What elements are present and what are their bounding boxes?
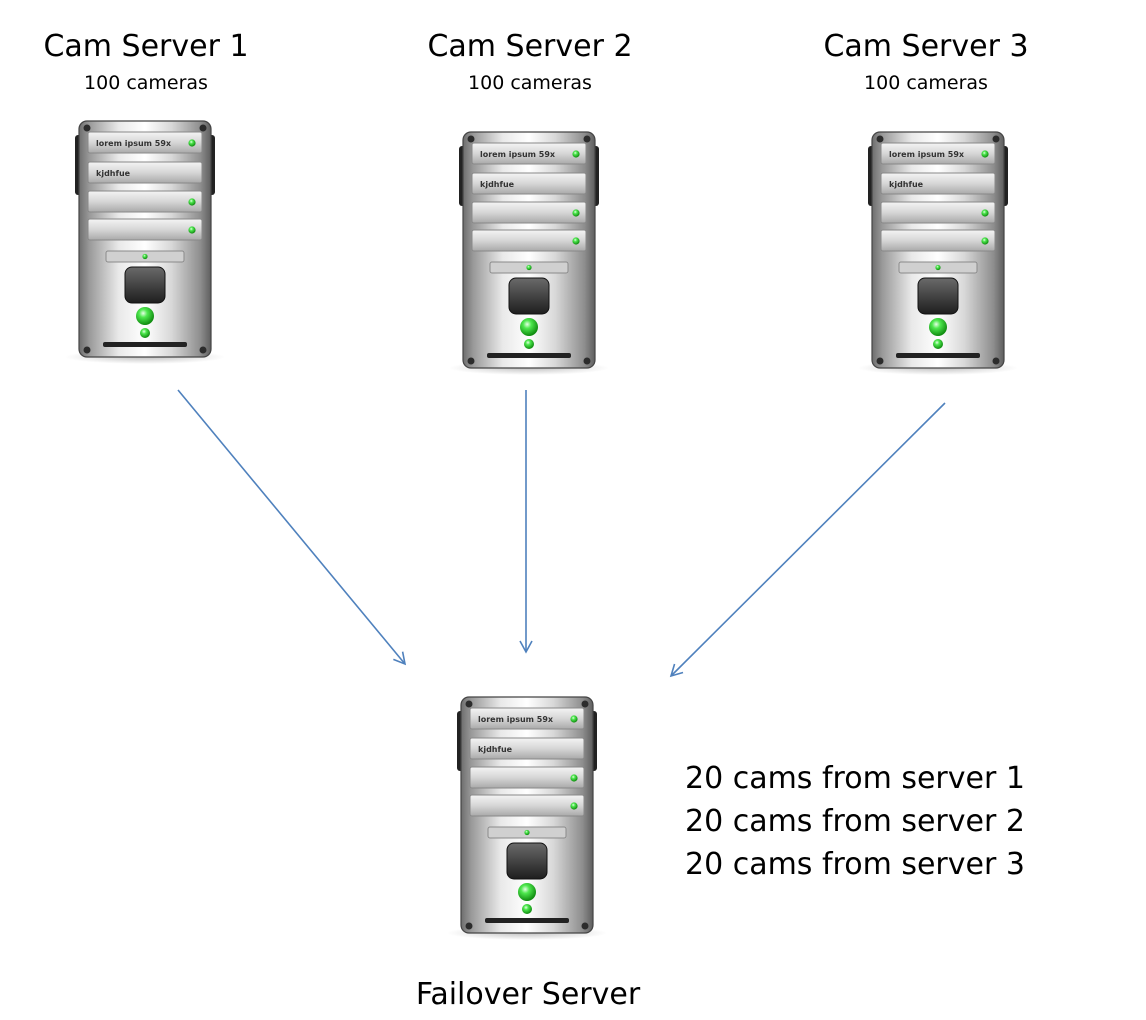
server-2-tower: lorem ipsum 59x kjdhfue: [448, 131, 610, 376]
server-3-tower: lorem ipsum 59x kjdhfue: [857, 131, 1019, 376]
server-2-bay-label-2: kjdhfue: [480, 180, 515, 189]
failover-note-server-2: 20 cams from server 2: [685, 804, 1025, 839]
server-1-title: Cam Server 1: [43, 29, 249, 64]
failover-bay-label-1: lorem ipsum 59x: [478, 715, 554, 724]
server-1-camera-count: 100 cameras: [84, 72, 208, 94]
failover-server-title: Failover Server: [415, 977, 641, 1012]
server-3-bay-label-1: lorem ipsum 59x: [889, 150, 965, 159]
server-2-camera-count: 100 cameras: [468, 72, 592, 94]
server-2-bay-label-1: lorem ipsum 59x: [480, 150, 556, 159]
server-3-bay-label-2: kjdhfue: [889, 180, 924, 189]
server-1-tower: lorem ipsum 59x kjdhfue: [64, 120, 226, 365]
server-1-bay-label-1: lorem ipsum 59x: [96, 139, 172, 148]
server-3-camera-count: 100 cameras: [864, 72, 988, 94]
failover-bay-label-2: kjdhfue: [478, 745, 513, 754]
arrow-server-3-to-failover: [669, 402, 946, 678]
failover-note-server-3: 20 cams from server 3: [685, 847, 1025, 882]
server-1-bay-label-2: kjdhfue: [96, 169, 131, 178]
server-3-title: Cam Server 3: [823, 29, 1029, 64]
failover-note-server-1: 20 cams from server 1: [685, 761, 1025, 796]
arrow-server-1-to-failover: [177, 389, 407, 666]
server-2-title: Cam Server 2: [427, 29, 633, 64]
failover-server-tower: lorem ipsum 59x kjdhfue: [446, 696, 608, 941]
